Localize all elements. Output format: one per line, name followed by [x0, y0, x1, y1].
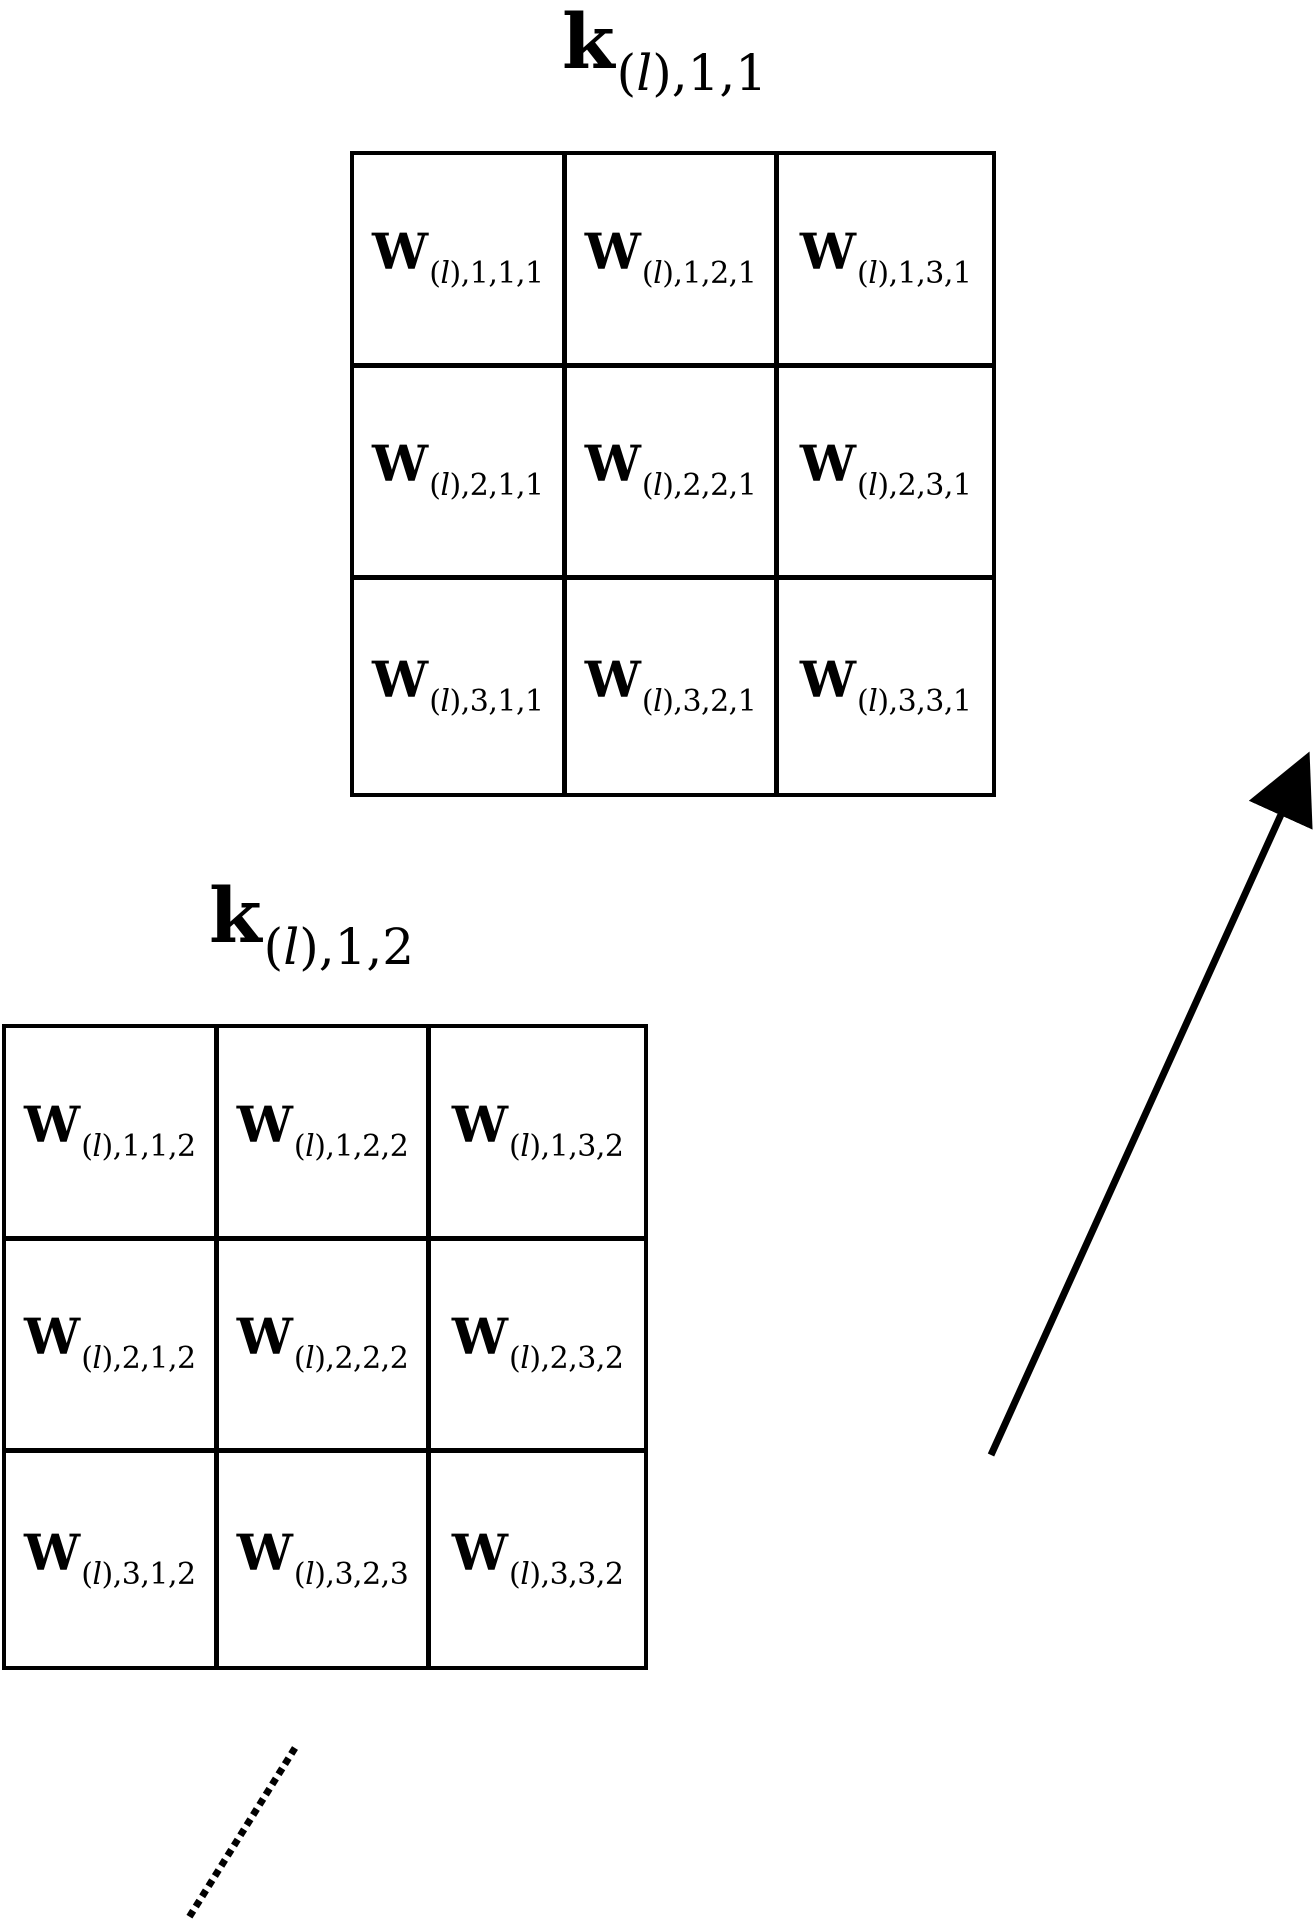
- weight-subscript: (l),2,3,2: [509, 1341, 624, 1377]
- weight-symbol: W(l),2,1,1: [372, 434, 544, 504]
- weight-cell: W(l),2,1,2: [6, 1240, 219, 1454]
- weight-subscript: (l),2,2,1: [641, 468, 757, 504]
- weight-subscript: (l),1,3,2: [509, 1128, 624, 1164]
- weight-symbol: W(l),1,2,1: [584, 221, 757, 291]
- weight-cell: W(l),2,3,2: [431, 1241, 644, 1454]
- weight-symbol: W(l),3,3,2: [451, 1522, 624, 1592]
- kernel-1-label-subscript: (l),1,1: [616, 44, 768, 102]
- weight-symbol: W(l),1,1,2: [24, 1094, 196, 1164]
- weight-subscript: (l),2,1,2: [81, 1341, 196, 1377]
- weight-subscript: (l),1,1,2: [81, 1128, 196, 1164]
- weight-symbol: W(l),3,2,1: [584, 649, 757, 719]
- weight-subscript: (l),3,1,2: [81, 1556, 196, 1592]
- weight-cell: W(l),2,1,1: [354, 367, 567, 581]
- weight-cell: W(l),1,2,2: [218, 1028, 432, 1241]
- weight-cell: W(l),1,3,1: [779, 155, 992, 368]
- weight-cell: W(l),2,3,1: [779, 368, 992, 581]
- weight-cell: W(l),3,2,3: [219, 1453, 432, 1666]
- weight-subscript: (l),3,1,1: [429, 683, 544, 719]
- weight-cell: W(l),2,2,1: [566, 367, 780, 581]
- weight-cell: W(l),3,2,1: [567, 580, 780, 793]
- weight-cell: W(l),3,1,1: [354, 580, 567, 793]
- weight-symbol: W(l),2,3,2: [451, 1307, 624, 1377]
- weight-cell: W(l),1,3,2: [431, 1028, 644, 1241]
- solid-arrow: [987, 751, 1313, 1457]
- weight-symbol: W(l),2,1,2: [24, 1307, 196, 1377]
- weight-cell: W(l),1,2,1: [566, 155, 780, 368]
- weight-cell: W(l),3,3,2: [431, 1453, 644, 1666]
- weight-subscript: (l),1,3,1: [857, 255, 972, 291]
- weight-symbol: W(l),3,3,1: [799, 649, 972, 719]
- kernel-1-label: k(l),1,1: [562, 4, 767, 99]
- weight-cell: W(l),1,1,2: [6, 1028, 219, 1241]
- kernel-2-label-base: k: [209, 871, 262, 960]
- weight-symbol: W(l),3,2,3: [236, 1522, 409, 1592]
- weight-subscript: (l),1,1,1: [429, 255, 544, 291]
- weight-symbol: W(l),3,1,1: [372, 649, 544, 719]
- weight-subscript: (l),2,2,2: [293, 1341, 409, 1377]
- weight-cell: W(l),3,3,1: [779, 580, 992, 793]
- weight-subscript: (l),2,1,1: [429, 468, 544, 504]
- weight-cell: W(l),3,1,2: [6, 1453, 219, 1666]
- weight-symbol: W(l),2,2,1: [584, 434, 757, 504]
- weight-subscript: (l),3,3,1: [857, 683, 972, 719]
- weight-subscript: (l),3,2,3: [293, 1556, 409, 1592]
- dotted-continuation-line: [185, 1746, 298, 1919]
- kernel-2-label: k(l),1,2: [209, 878, 414, 973]
- weight-subscript: (l),1,2,2: [293, 1128, 409, 1164]
- weight-cell: W(l),2,2,2: [218, 1240, 432, 1454]
- weight-symbol: W(l),2,2,2: [236, 1307, 409, 1377]
- kernel-1-label-base: k: [562, 0, 615, 86]
- weight-subscript: (l),1,2,1: [641, 255, 757, 291]
- weight-symbol: W(l),1,1,1: [372, 221, 544, 291]
- weight-subscript: (l),3,3,2: [509, 1556, 624, 1592]
- weight-subscript: (l),3,2,1: [641, 683, 757, 719]
- weight-symbol: W(l),1,3,2: [451, 1094, 624, 1164]
- weight-symbol: W(l),2,3,1: [799, 434, 972, 504]
- kernel-2-label-subscript: (l),1,2: [263, 918, 415, 976]
- weight-cell: W(l),1,1,1: [354, 155, 567, 368]
- weight-symbol: W(l),1,2,2: [236, 1094, 409, 1164]
- weight-subscript: (l),2,3,1: [857, 468, 972, 504]
- weight-symbol: W(l),3,1,2: [24, 1522, 196, 1592]
- weight-symbol: W(l),1,3,1: [799, 221, 972, 291]
